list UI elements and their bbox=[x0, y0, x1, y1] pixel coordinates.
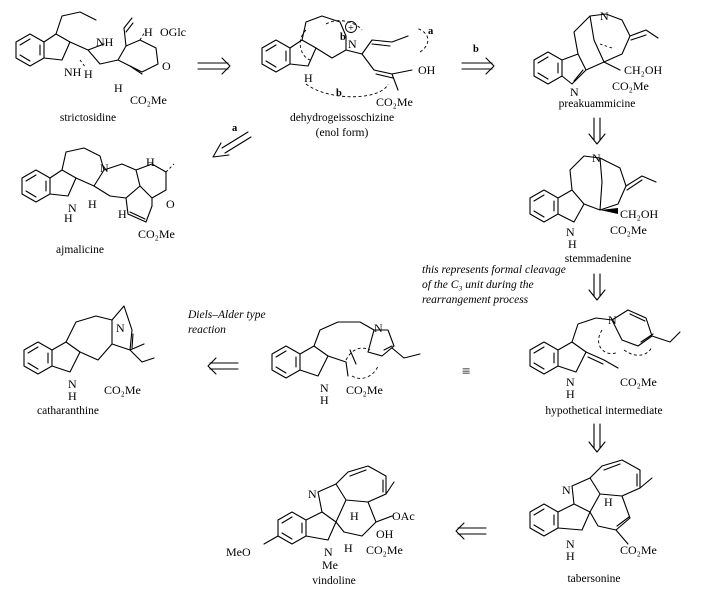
arrow-label-b: b bbox=[473, 44, 479, 55]
strictosidine-structure bbox=[15, 11, 159, 75]
retro-arrow-down-2 bbox=[588, 273, 606, 301]
vindoline-me: Me bbox=[322, 558, 338, 572]
retro-arrow-left-1 bbox=[207, 357, 239, 375]
equivalence-sign: ≡ bbox=[462, 364, 470, 380]
precursor-co2me: CO₂Me bbox=[346, 383, 383, 397]
retro-arrow-1 bbox=[197, 57, 231, 75]
vindoline-oac: OAc bbox=[392, 509, 415, 523]
ajmalicine-label: ajmalicine bbox=[56, 244, 104, 256]
ajmalicine-h2: H bbox=[146, 155, 155, 169]
preakuammicine-structure bbox=[533, 13, 659, 85]
ajmalicine-h3: H bbox=[118, 207, 127, 221]
hypothetical-co2me: CO₂Me bbox=[620, 375, 657, 389]
preakuammicine-label: preakuammicine bbox=[559, 98, 636, 110]
hypothetical-h: H bbox=[566, 387, 575, 401]
ajmalicine-o: O bbox=[166, 197, 175, 211]
strictosidine-h2: H bbox=[144, 25, 153, 39]
dehydro-oh: OH bbox=[418, 63, 436, 77]
arrow-label-a: a bbox=[232, 123, 238, 134]
hypothetical-intermediate-structure bbox=[529, 309, 681, 375]
tabersonine-h-n: H bbox=[566, 549, 575, 563]
hypothetical-n: N bbox=[608, 313, 617, 327]
ajmalicine-nh: N bbox=[68, 201, 77, 215]
tabersonine-co2me: CO₂Me bbox=[620, 543, 657, 557]
catharanthine-h: H bbox=[68, 389, 77, 403]
strictosidine-indole-nh: NH bbox=[64, 65, 82, 79]
vindoline-h2: H bbox=[344, 541, 353, 555]
catharanthine-co2me: CO₂Me bbox=[104, 383, 141, 397]
stemmadenine-structure bbox=[529, 155, 657, 223]
retro-arrow-down-1 bbox=[588, 117, 606, 145]
catharanthine-n: N bbox=[116, 321, 125, 335]
vindoline-meo: MeO bbox=[226, 545, 251, 559]
retro-arrow-down-3 bbox=[588, 423, 606, 453]
plus-charge: + bbox=[348, 23, 354, 34]
stemmadenine-co2me: CO₂Me bbox=[610, 223, 647, 237]
strictosidine-oglc: OGlc bbox=[160, 25, 186, 39]
enol-form-label: (enol form) bbox=[316, 127, 369, 139]
diels-alder-note-line1: Diels–Alder type bbox=[187, 309, 266, 321]
cleavage-note-line1: this represents formal cleavage bbox=[422, 264, 566, 276]
ajmalicine-n: N bbox=[100, 161, 109, 175]
strictosidine-o: O bbox=[162, 59, 171, 73]
dehydro-co2me: CO₂Me bbox=[376, 95, 413, 109]
dehydro-h-n: H bbox=[304, 71, 313, 85]
strictosidine-nh: NH bbox=[96, 35, 114, 49]
precursor-n: N bbox=[374, 321, 383, 335]
vindoline-h: H bbox=[350, 509, 359, 523]
hypothetical-nh: N bbox=[566, 375, 575, 389]
ajmalicine-h1: H bbox=[88, 197, 97, 211]
dehydro-n: N bbox=[348, 37, 357, 51]
retro-arrow-a bbox=[212, 131, 252, 158]
catharanthine-structure bbox=[23, 305, 155, 375]
tabersonine-nh: N bbox=[566, 537, 575, 551]
dehydrogeissoschizine-structure bbox=[261, 15, 429, 98]
diels-alder-precursor-structure bbox=[271, 321, 421, 379]
precursor-h: H bbox=[320, 393, 329, 407]
cleavage-note-line3: rearrangement process bbox=[422, 294, 529, 306]
ajmalicine-h-n: H bbox=[64, 211, 73, 225]
stemmadenine-label: stemmadenine bbox=[565, 253, 631, 265]
stemmadenine-n: N bbox=[592, 151, 601, 165]
diels-alder-note-line2: reaction bbox=[188, 324, 226, 336]
dehydro-label-b2: b bbox=[336, 88, 342, 99]
positive-charge-icon bbox=[345, 21, 357, 33]
preakuammicine-ch2oh: CH₂OH bbox=[624, 63, 663, 77]
stemmadenine-h: H bbox=[568, 237, 577, 251]
retro-arrow-left-2 bbox=[455, 522, 487, 540]
tabersonine-n: N bbox=[562, 483, 571, 497]
tabersonine-label: tabersonine bbox=[567, 573, 620, 585]
ajmalicine-structure bbox=[21, 147, 175, 223]
catharanthine-label: catharanthine bbox=[37, 405, 99, 417]
tabersonine-structure bbox=[529, 459, 653, 545]
cleavage-note-line2: of the C₃ unit during the bbox=[422, 279, 534, 291]
dehydro-label-a: a bbox=[428, 26, 434, 37]
vindoline-structure bbox=[263, 465, 395, 545]
catharanthine-nh: N bbox=[68, 377, 77, 391]
vindoline-oh: OH bbox=[376, 527, 394, 541]
strictosidine-h3: H bbox=[114, 81, 123, 95]
preakuammicine-n: N bbox=[600, 9, 609, 23]
stemmadenine-ch2oh: CH₂OH bbox=[620, 207, 659, 221]
dehydro-label-b: b bbox=[340, 32, 346, 43]
stemmadenine-nh: N bbox=[566, 225, 575, 239]
retro-arrow-b bbox=[461, 57, 495, 75]
strictosidine-h: H bbox=[84, 67, 93, 81]
preakuammicine-co2me: CO₂Me bbox=[612, 79, 649, 93]
vindoline-n: N bbox=[308, 487, 317, 501]
vindoline-co2me: CO₂Me bbox=[366, 543, 403, 557]
vindoline-n2: N bbox=[324, 545, 333, 559]
ajmalicine-co2me: CO₂Me bbox=[138, 227, 175, 241]
strictosidine-co2me: CO₂Me bbox=[130, 93, 167, 107]
hypothetical-intermediate-label: hypothetical intermediate bbox=[545, 405, 662, 417]
precursor-nh: N bbox=[320, 381, 329, 395]
vindoline-label: vindoline bbox=[312, 575, 355, 587]
dehydrogeissoschizine-label: dehydrogeissoschizine bbox=[290, 112, 394, 124]
tabersonine-h: H bbox=[604, 495, 613, 509]
preakuammicine-n2: N bbox=[570, 85, 579, 99]
strictosidine-label: strictosidine bbox=[60, 112, 116, 124]
